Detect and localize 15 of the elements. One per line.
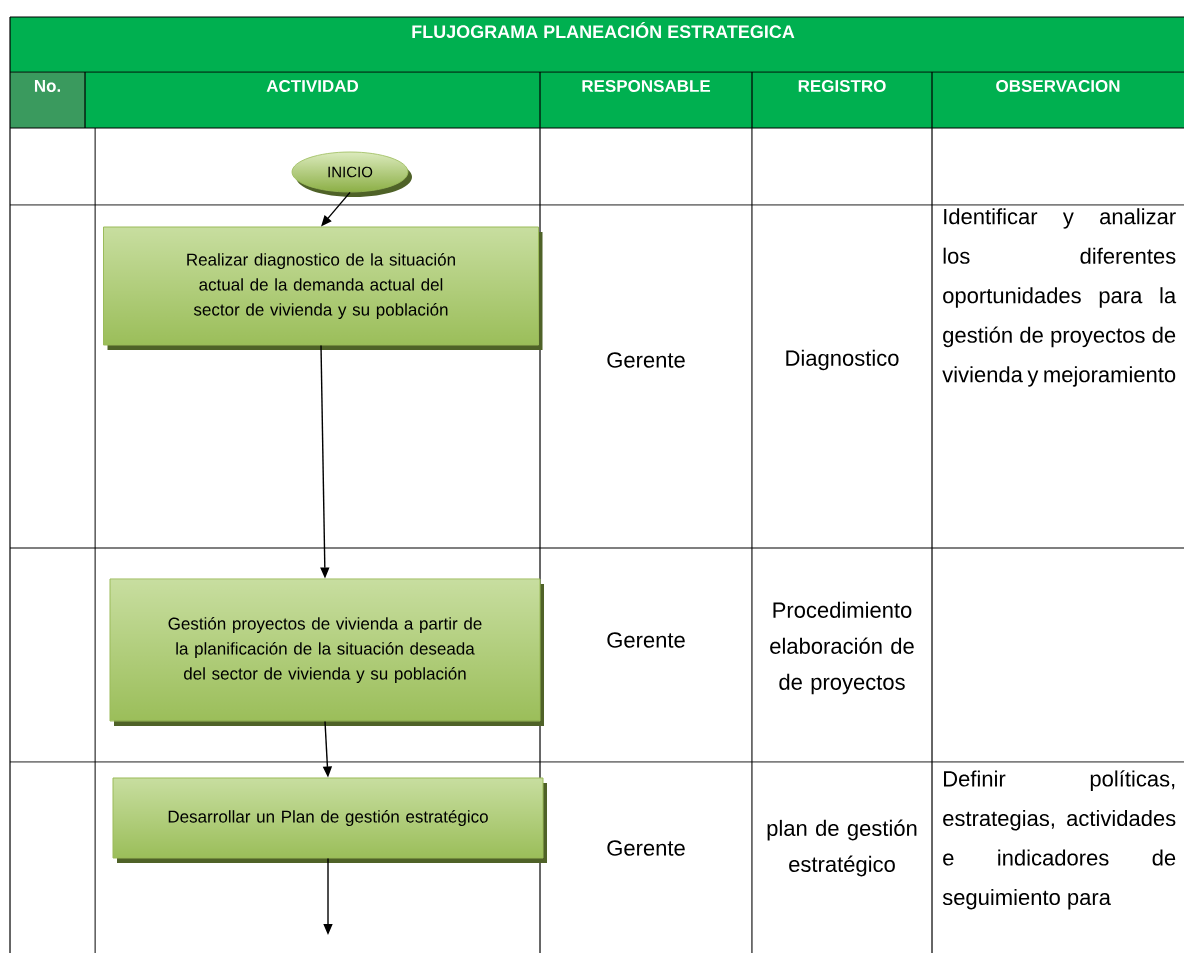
cell-text: plan de gestión estratégico: [767, 819, 917, 877]
header-cell: RESPONSABLE: [540, 72, 752, 128]
cell-text: Diagnostico: [786, 349, 899, 371]
cell-text: Gerente: [607, 632, 685, 648]
header-cell: REGISTRO: [752, 72, 932, 128]
cell-text: Gerente: [607, 840, 685, 856]
header-cell: OBSERVACION: [932, 72, 1184, 128]
process-box: Gestión proyectos de vivienda a partir de la planificación de la situación deseada del sector de vivienda y su población: [109, 578, 544, 726]
cell-text: Gerente: [607, 352, 685, 368]
cell-text: Definir políticas, estrategias, actividades e indicadores de seguimiento para: [942, 770, 1176, 910]
process-box: Realizar diagnostico de la situación actual de la demanda actual del sector de vivienda y su población: [103, 226, 543, 350]
header-cell: No.: [10, 72, 85, 128]
process-box: Desarrollar un Plan de gestión estratégico: [112, 777, 547, 863]
cell-text: Procedimiento elaboración de de proyectos: [770, 601, 914, 695]
cell-text: Identificar y analizar los diferentes oportunidades para la gestión de proyectos de vivienda y mejoramiento: [942, 208, 1177, 387]
